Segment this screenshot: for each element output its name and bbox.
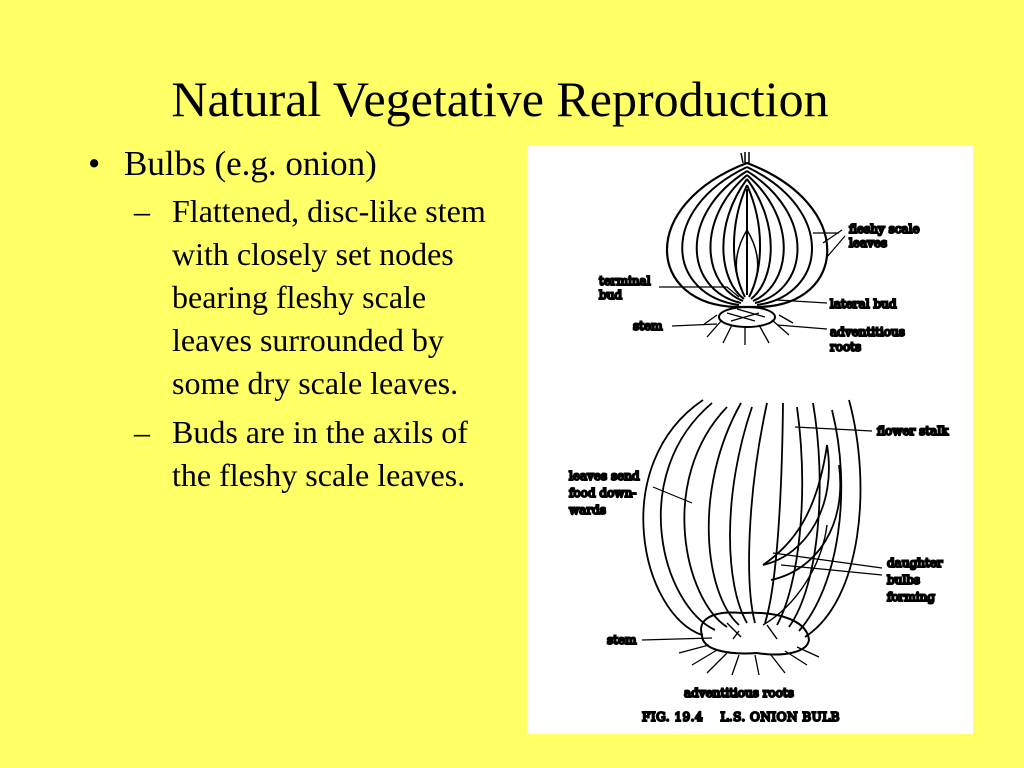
sub-bullet-item: – Flattened, disc-like stem with closely… — [134, 190, 494, 405]
label-wards: wards — [569, 503, 606, 517]
label-leaves-send: leaves send — [569, 469, 640, 483]
label-bottom-stem: stem — [607, 633, 637, 647]
label-leaves: leaves — [849, 236, 887, 250]
onion-bulb-figure: fleshy scale leaves terminal bud lateral… — [527, 145, 973, 734]
bullet-text: Bulbs (e.g. onion) — [124, 144, 377, 183]
figure-caption: FIG. 19.4 L.S. ONION BULB — [642, 710, 840, 724]
label-roots: roots — [830, 340, 861, 354]
bullet-list: • Bulbs (e.g. onion) – Flattened, disc-l… — [88, 143, 518, 497]
label-top-stem: stem — [633, 319, 663, 333]
bullet-item: • Bulbs (e.g. onion) — [88, 143, 518, 184]
label-adventitious-roots: adventitious roots — [684, 686, 794, 700]
bottom-pointer-lines — [641, 426, 883, 641]
label-fleshy-scale: fleshy scale — [849, 222, 920, 236]
label-lateral-bud: lateral bud — [830, 297, 897, 311]
label-bulbs: bulbs — [887, 573, 920, 587]
label-forming: forming — [887, 590, 935, 604]
top-pointer-lines — [659, 229, 846, 330]
bullet-dot: • — [88, 144, 101, 183]
onion-bulb-drawing — [665, 152, 829, 345]
label-flower-stalk: flower stalk — [877, 424, 949, 438]
slide-title: Natural Vegetative Reproduction — [171, 71, 829, 127]
label-food-down: food down- — [569, 486, 636, 500]
label-daughter: daughter — [887, 556, 943, 570]
label-adventitious: adventitious — [830, 325, 905, 339]
dash-mark: – — [134, 414, 150, 450]
sub-bullet-text: Flattened, disc-like stem with closely s… — [172, 193, 486, 401]
sprouting-bulb-drawing — [642, 399, 862, 676]
sub-bullet-item: – Buds are in the axils of the fleshy sc… — [134, 411, 494, 497]
label-terminal: terminal — [599, 274, 651, 288]
label-bud: bud — [599, 288, 622, 302]
dash-mark: – — [134, 193, 150, 229]
sub-bullet-text: Buds are in the axils of the fleshy scal… — [172, 414, 468, 493]
